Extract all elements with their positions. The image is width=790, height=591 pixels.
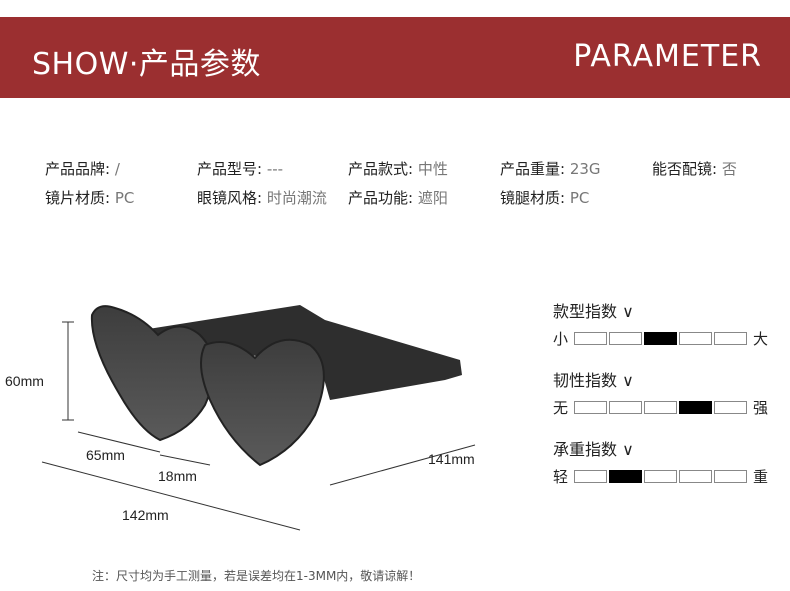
scale-max-label: 大 bbox=[753, 330, 769, 348]
spec-value: 遮阳 bbox=[413, 189, 448, 207]
spec-label: 产品重量: bbox=[500, 160, 566, 178]
spec-item: 产品重量: 23G bbox=[500, 158, 601, 179]
scale-segment bbox=[644, 401, 678, 414]
scale-segment bbox=[609, 332, 643, 345]
spec-label: 产品品牌: bbox=[45, 160, 111, 178]
spec-label: 能否配镜: bbox=[652, 160, 718, 178]
sunglasses-image bbox=[41, 305, 476, 531]
scale-segment bbox=[609, 401, 643, 414]
scale-segment bbox=[714, 332, 748, 345]
dim-total-width: 142mm bbox=[122, 507, 169, 523]
scale-segment bbox=[679, 332, 713, 345]
spec-label: 产品款式: bbox=[348, 160, 414, 178]
spec-value: 23G bbox=[565, 160, 601, 178]
spec-value: PC bbox=[565, 189, 590, 207]
scale-segment bbox=[574, 401, 608, 414]
scale-segment bbox=[609, 470, 643, 483]
scale-max-label: 重 bbox=[753, 468, 769, 486]
dim-bridge: 18mm bbox=[158, 468, 197, 484]
spec-label: 镜腿材质: bbox=[500, 189, 566, 207]
banner-title: SHOW·产品参数 bbox=[32, 47, 261, 82]
spec-item: 产品型号: --- bbox=[197, 158, 283, 179]
scale-segment bbox=[679, 470, 713, 483]
scale-bar bbox=[574, 401, 748, 414]
spec-item: 产品品牌: / bbox=[45, 158, 120, 179]
spec-label: 产品功能: bbox=[348, 189, 414, 207]
scale-segment bbox=[644, 470, 678, 483]
header-banner: SHOW·产品参数 PARAMETER bbox=[0, 17, 790, 98]
scale-segment bbox=[714, 470, 748, 483]
scale-bar bbox=[574, 332, 748, 345]
spec-label: 眼镜风格: bbox=[197, 189, 263, 207]
measurement-note: 注：尺寸均为手工测量，若是误差均在1-3MM内，敬请谅解！ bbox=[92, 569, 421, 583]
spec-value: 时尚潮流 bbox=[262, 189, 327, 207]
dim-temple: 141mm bbox=[428, 451, 475, 467]
index-scale: 轻重 bbox=[553, 466, 768, 487]
scale-segment bbox=[644, 332, 678, 345]
scale-min-label: 无 bbox=[553, 399, 569, 417]
scale-segment bbox=[574, 470, 608, 483]
spec-item: 眼镜风格: 时尚潮流 bbox=[197, 187, 327, 208]
spec-value: --- bbox=[262, 160, 284, 178]
index-title: 韧性指数 ∨ bbox=[553, 371, 634, 390]
scale-bar bbox=[574, 470, 748, 483]
scale-segment bbox=[679, 401, 713, 414]
scale-min-label: 小 bbox=[553, 330, 569, 348]
spec-item: 能否配镜: 否 bbox=[652, 158, 737, 179]
spec-value: 否 bbox=[717, 160, 737, 178]
spec-value: / bbox=[110, 160, 120, 178]
spec-label: 镜片材质: bbox=[45, 189, 111, 207]
scale-max-label: 强 bbox=[753, 399, 769, 417]
index-scale: 无强 bbox=[553, 397, 768, 418]
index-scale: 小大 bbox=[553, 328, 768, 349]
scale-segment bbox=[714, 401, 748, 414]
index-title: 承重指数 ∨ bbox=[553, 440, 634, 459]
scale-min-label: 轻 bbox=[553, 468, 569, 486]
scale-segment bbox=[574, 332, 608, 345]
spec-label: 产品型号: bbox=[197, 160, 263, 178]
banner-parameter: PARAMETER bbox=[573, 39, 762, 74]
index-title: 款型指数 ∨ bbox=[553, 302, 634, 321]
dim-height: 60mm bbox=[5, 373, 44, 389]
spec-value: 中性 bbox=[413, 160, 448, 178]
dim-lens-width: 65mm bbox=[86, 447, 125, 463]
spec-item: 产品款式: 中性 bbox=[348, 158, 448, 179]
spec-item: 产品功能: 遮阳 bbox=[348, 187, 448, 208]
spec-item: 镜片材质: PC bbox=[45, 187, 134, 208]
spec-value: PC bbox=[110, 189, 135, 207]
spec-item: 镜腿材质: PC bbox=[500, 187, 589, 208]
